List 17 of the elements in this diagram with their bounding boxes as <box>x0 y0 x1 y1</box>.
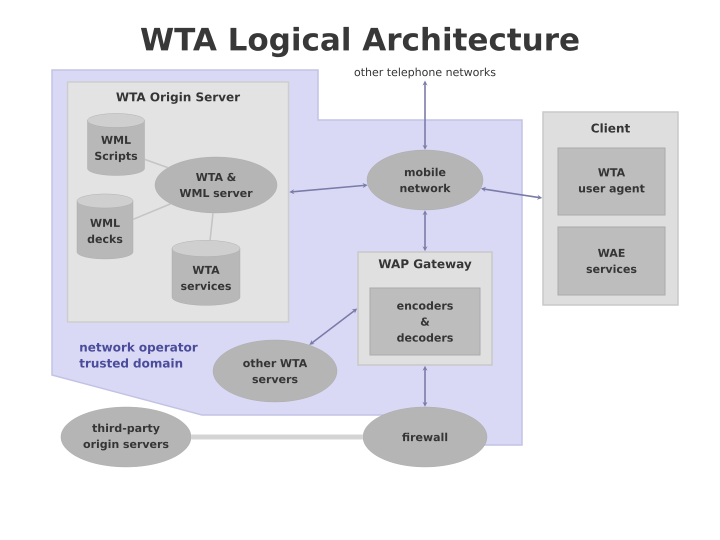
connector-line <box>209 213 214 240</box>
connector-line <box>191 434 363 440</box>
connector-line <box>144 158 168 168</box>
text-label: other telephone networks <box>354 68 496 78</box>
ellipse-node: firewall <box>362 406 488 468</box>
connector-line <box>132 203 171 220</box>
database-cylinder: WML decks <box>76 194 134 260</box>
ellipse-node: other WTA servers <box>212 340 338 402</box>
title: WTA Logical Architecture <box>140 26 579 58</box>
ellipse-node: mobile network <box>366 150 484 210</box>
component-box: encoders & decoders <box>370 288 480 356</box>
database-cylinder: WTA services <box>172 240 240 306</box>
ellipse-node: third-party origin servers <box>60 406 192 468</box>
database-cylinder: WML Scripts <box>87 113 145 176</box>
component-box: WAE services <box>558 226 666 296</box>
ellipse-node: WTA & WML server <box>154 156 278 214</box>
component-box: WTA user agent <box>558 148 666 216</box>
